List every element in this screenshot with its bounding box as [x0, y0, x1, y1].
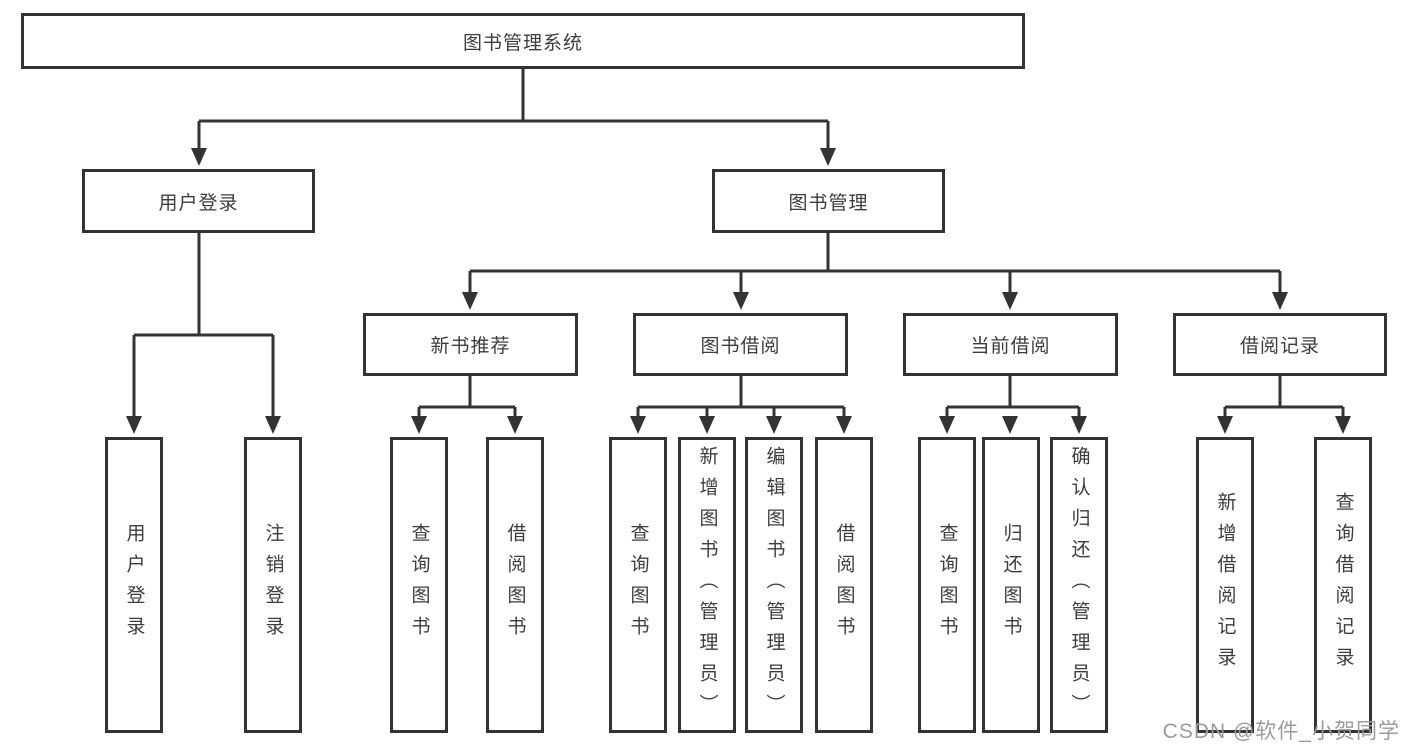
node-user-login: 用户登录 [82, 169, 315, 233]
leaf-edit-books-admin: 编辑图书（管理员） [745, 437, 803, 733]
leaf-query-books-recommend: 查询图书 [390, 437, 448, 733]
leaf-query-books-current: 查询图书 [918, 437, 976, 733]
leaf-confirm-return-admin: 确认归还（管理员） [1050, 437, 1108, 733]
node-book-management: 图书管理 [712, 169, 945, 233]
csdn-watermark: CSDN @软件_小贺同学 [1162, 720, 1400, 743]
leaf-logout: 注销登录 [244, 437, 302, 733]
leaf-borrow-books-recommend: 借阅图书 [486, 437, 544, 733]
leaf-user-login: 用户登录 [105, 437, 163, 733]
node-book-borrow: 图书借阅 [633, 313, 848, 376]
leaf-return-books: 归还图书 [982, 437, 1040, 733]
node-new-book-recommend: 新书推荐 [363, 313, 578, 376]
node-library-system: 图书管理系统 [21, 13, 1025, 69]
leaf-query-books-borrow: 查询图书 [609, 437, 667, 733]
leaf-query-borrow-record: 查询借阅记录 [1314, 437, 1372, 733]
node-borrow-records: 借阅记录 [1173, 313, 1387, 376]
leaf-add-borrow-record: 新增借阅记录 [1196, 437, 1254, 733]
leaf-add-books-admin: 新增图书（管理员） [678, 437, 736, 733]
leaf-borrow-books: 借阅图书 [815, 437, 873, 733]
node-current-borrow: 当前借阅 [903, 313, 1118, 376]
